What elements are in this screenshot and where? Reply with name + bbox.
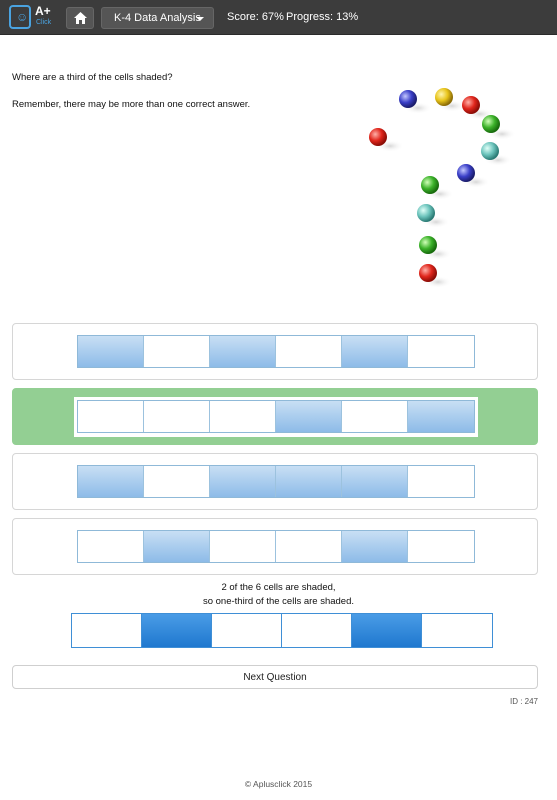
home-button[interactable] xyxy=(66,7,94,29)
empty-cell xyxy=(408,531,474,562)
shaded-cell xyxy=(342,336,408,367)
shaded-cell xyxy=(276,401,342,432)
answer-option-4[interactable] xyxy=(12,518,538,575)
shaded-cell xyxy=(276,466,342,497)
shaded-cell xyxy=(210,466,276,497)
question-id: ID : 247 xyxy=(509,697,538,706)
empty-cell xyxy=(212,614,282,647)
shaded-cell xyxy=(144,531,210,562)
empty-cell xyxy=(276,531,342,562)
topic-label: K-4 Data Analysis xyxy=(114,12,201,24)
next-question-button[interactable]: Next Question xyxy=(12,665,538,689)
score-text: Score: 67% xyxy=(227,11,284,23)
empty-cell xyxy=(144,336,210,367)
empty-cell xyxy=(408,466,474,497)
empty-cell xyxy=(276,336,342,367)
answer-option-3[interactable] xyxy=(12,453,538,510)
answer-option-1[interactable] xyxy=(12,323,538,380)
empty-cell xyxy=(72,614,142,647)
answer-option-2[interactable] xyxy=(12,388,538,445)
cell-strip xyxy=(77,335,475,368)
shaded-cell xyxy=(78,336,144,367)
aplusclick-logo[interactable]: ☺ A+ Click xyxy=(9,5,57,31)
answer-cell-strip xyxy=(71,613,493,648)
top-bar: ☺ A+ Click K-4 Data Analysis Score: 67% … xyxy=(0,0,557,35)
empty-cell xyxy=(342,401,408,432)
explanation-line-2: so one-third of the cells are shaded. xyxy=(202,596,355,607)
logo-text: A+ xyxy=(35,4,51,18)
logo-subtext: Click xyxy=(36,19,52,26)
shaded-cell xyxy=(342,531,408,562)
question-hint: Remember, there may be more than one cor… xyxy=(12,99,251,110)
empty-cell xyxy=(210,401,276,432)
shaded-cell xyxy=(352,614,422,647)
empty-cell xyxy=(210,531,276,562)
question-prompt: Where are a third of the cells shaded? xyxy=(12,72,173,83)
shaded-cell xyxy=(142,614,212,647)
logo-icon: ☺ xyxy=(9,5,31,29)
selected-strip-frame xyxy=(74,397,478,437)
home-icon xyxy=(74,12,87,24)
shaded-cell xyxy=(78,466,144,497)
cell-strip xyxy=(77,400,475,433)
marbles-question-mark-illustration xyxy=(369,88,516,288)
shaded-cell xyxy=(210,336,276,367)
topic-dropdown[interactable]: K-4 Data Analysis xyxy=(101,7,214,29)
empty-cell xyxy=(422,614,492,647)
shaded-cell xyxy=(342,466,408,497)
empty-cell xyxy=(408,336,474,367)
next-question-label: Next Question xyxy=(243,672,307,683)
footer-copyright: © Aplusclick 2015 xyxy=(244,779,313,789)
empty-cell xyxy=(144,466,210,497)
empty-cell xyxy=(78,401,144,432)
progress-text: Progress: 13% xyxy=(286,11,359,23)
empty-cell xyxy=(144,401,210,432)
explanation-line-1: 2 of the 6 cells are shaded, xyxy=(221,582,336,593)
empty-cell xyxy=(78,531,144,562)
empty-cell xyxy=(282,614,352,647)
cell-strip xyxy=(77,530,475,563)
shaded-cell xyxy=(408,401,474,432)
cell-strip xyxy=(77,465,475,498)
caret-down-icon xyxy=(196,17,204,21)
